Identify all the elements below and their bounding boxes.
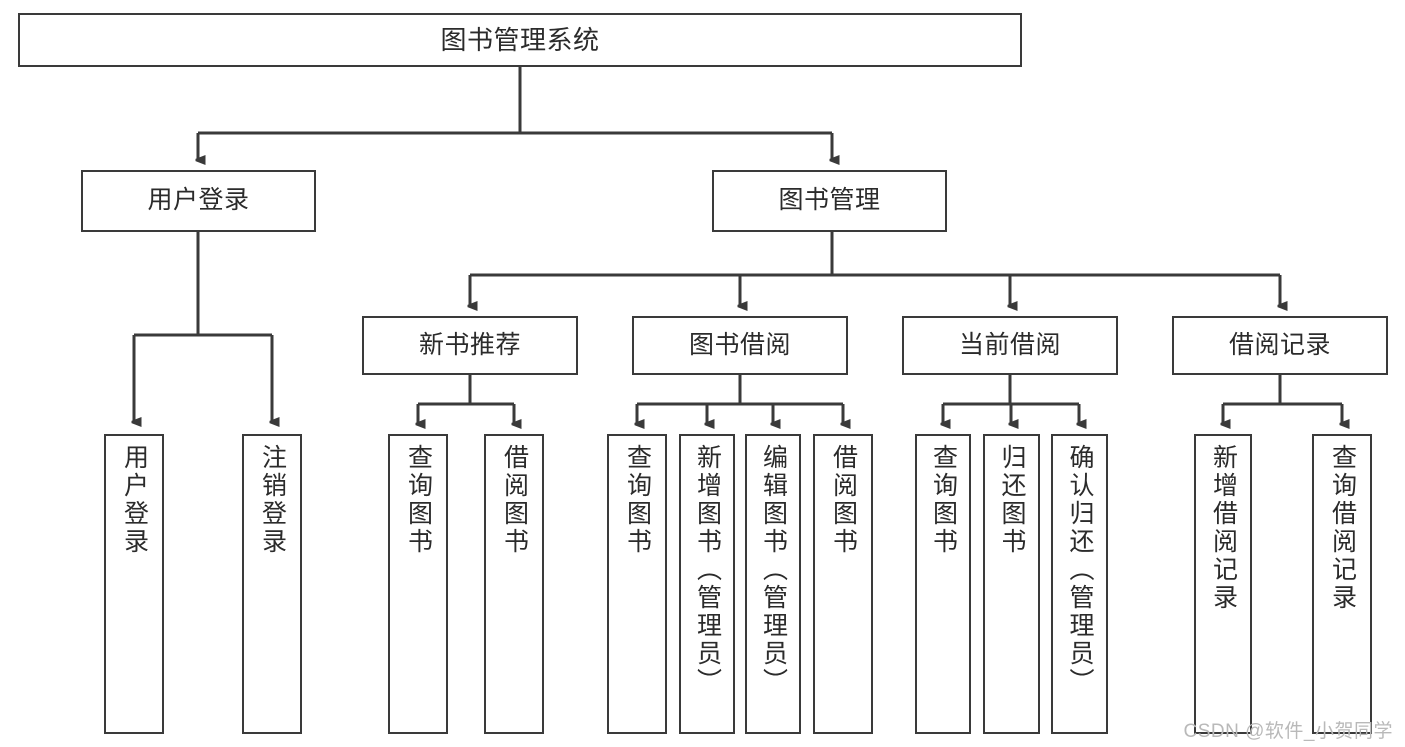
node-leaf-query-book-3[interactable]: 查询图书: [915, 434, 971, 734]
node-label: 编辑图书（管理员）: [759, 444, 788, 696]
node-label: 归还图书: [998, 444, 1026, 556]
watermark-text: CSDN @软件_小贺同学: [1183, 721, 1393, 742]
node-book-management[interactable]: 图书管理: [712, 170, 947, 232]
node-current-borrow[interactable]: 当前借阅: [902, 316, 1118, 375]
node-leaf-query-book-2[interactable]: 查询图书: [607, 434, 667, 734]
node-label: 图书管理: [778, 186, 881, 215]
node-label: 查询图书: [623, 444, 652, 556]
node-label: 新增借阅记录: [1209, 444, 1238, 612]
node-leaf-logout-login[interactable]: 注销登录: [242, 434, 302, 734]
node-label: 图书借阅: [688, 330, 791, 359]
node-book-borrow[interactable]: 图书借阅: [632, 316, 848, 375]
node-new-book-recommend[interactable]: 新书推荐: [362, 316, 578, 375]
node-borrow-record[interactable]: 借阅记录: [1172, 316, 1388, 375]
node-label: 新增图书（管理员）: [693, 444, 722, 696]
node-leaf-return-book[interactable]: 归还图书: [983, 434, 1040, 734]
node-label: 用户登录: [147, 186, 250, 215]
node-label: 查询借阅记录: [1328, 444, 1357, 612]
node-label: 用户登录: [120, 444, 149, 556]
node-label: 借阅图书: [829, 444, 858, 556]
node-leaf-borrow-book-2[interactable]: 借阅图书: [813, 434, 873, 734]
node-leaf-query-borrow-record[interactable]: 查询借阅记录: [1312, 434, 1372, 734]
node-label: 查询图书: [929, 444, 958, 556]
node-leaf-user-login[interactable]: 用户登录: [104, 434, 164, 734]
node-leaf-query-book-1[interactable]: 查询图书: [388, 434, 448, 734]
node-user-login[interactable]: 用户登录: [81, 170, 316, 232]
node-leaf-confirm-return-admin[interactable]: 确认归还（管理员）: [1051, 434, 1108, 734]
node-label: 确认归还（管理员）: [1066, 444, 1094, 696]
node-leaf-add-borrow-record[interactable]: 新增借阅记录: [1194, 434, 1252, 734]
node-leaf-edit-book-admin[interactable]: 编辑图书（管理员）: [745, 434, 801, 734]
node-label: 注销登录: [258, 444, 287, 556]
node-leaf-borrow-book-1[interactable]: 借阅图书: [484, 434, 544, 734]
node-label: 当前借阅: [958, 330, 1061, 359]
node-leaf-add-book-admin[interactable]: 新增图书（管理员）: [679, 434, 735, 734]
node-label: 借阅记录: [1228, 330, 1331, 359]
node-label: 查询图书: [404, 444, 433, 556]
node-label: 图书管理系统: [440, 24, 600, 55]
node-label: 新书推荐: [418, 330, 521, 359]
node-book-management-system[interactable]: 图书管理系统: [18, 13, 1022, 67]
node-label: 借阅图书: [500, 444, 529, 556]
